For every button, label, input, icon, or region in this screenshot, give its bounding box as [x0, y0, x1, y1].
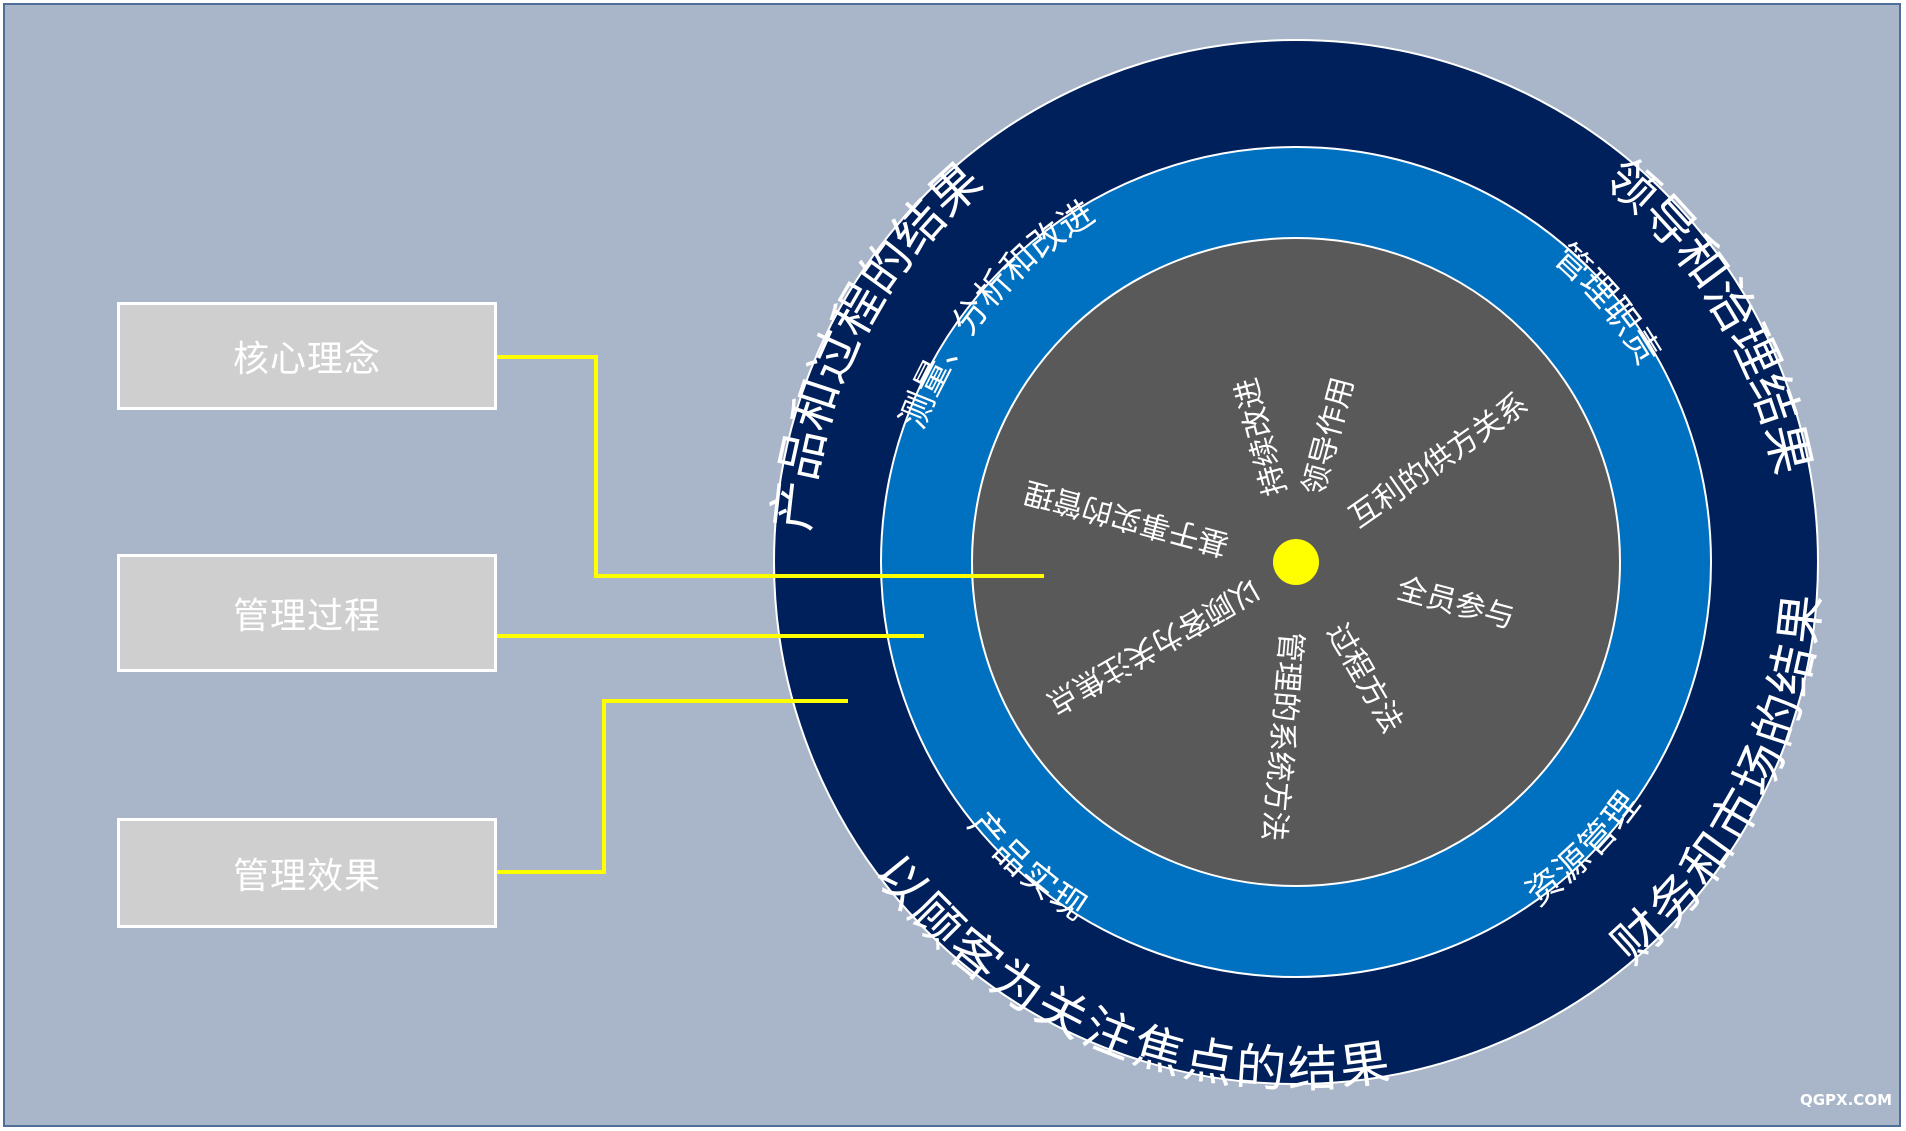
management-effect-box: 管理效果: [117, 818, 497, 928]
connector-effect: [497, 699, 848, 874]
core-concept-box: 核心理念: [117, 302, 497, 410]
management-process-box: 管理过程: [117, 554, 497, 672]
center-dot: [1273, 539, 1319, 585]
connector-core: [497, 355, 1044, 578]
watermark: QGPX.COM: [1799, 1091, 1892, 1109]
